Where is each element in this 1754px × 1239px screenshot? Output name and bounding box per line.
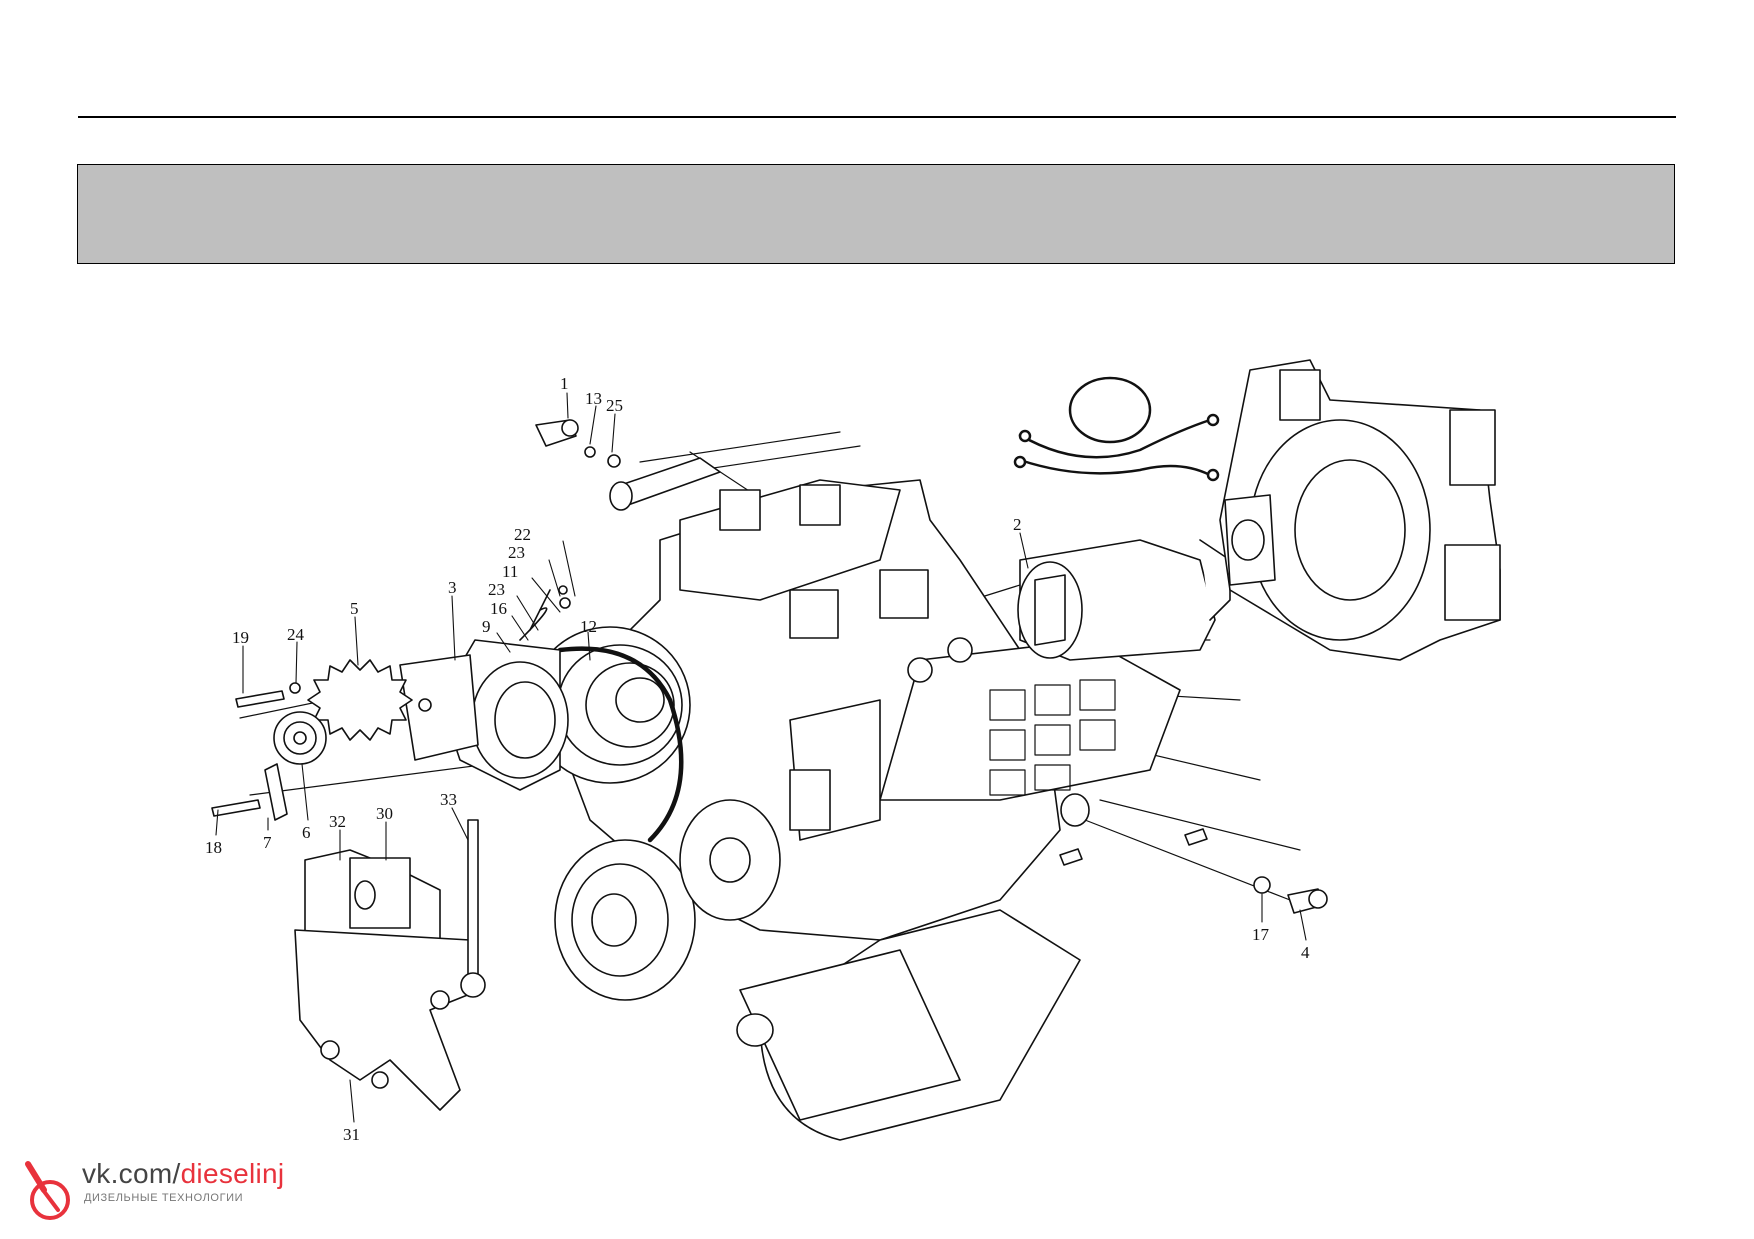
callout-18: 18 xyxy=(205,838,222,857)
callout-24: 24 xyxy=(287,625,305,644)
oil-pan xyxy=(736,909,1081,1141)
top-rule xyxy=(78,116,1676,118)
callout-30: 30 xyxy=(376,804,393,823)
alternator-bracket xyxy=(294,819,486,1111)
callout-19: 19 xyxy=(232,628,249,647)
callout-17: 17 xyxy=(1252,925,1270,944)
sensor-4-side xyxy=(1059,793,1328,914)
callout-2: 2 xyxy=(1013,515,1022,534)
injector-logo-icon xyxy=(25,1161,70,1220)
callout-23a: 23 xyxy=(508,543,525,562)
callout-7: 7 xyxy=(263,833,272,852)
callout-16: 16 xyxy=(490,599,507,618)
wiring-harness xyxy=(1013,376,1220,482)
watermark-subtitle: дизельные технологии xyxy=(84,1192,244,1204)
callout-labels: 1 13 25 22 23 11 23 16 9 12 3 5 24 19 2 … xyxy=(205,374,1310,1144)
callout-11: 11 xyxy=(502,562,518,581)
callout-13: 13 xyxy=(585,389,602,408)
callout-9: 9 xyxy=(482,617,491,636)
watermark-url-accent: dieselinj xyxy=(180,1158,285,1189)
alternator-assembly xyxy=(211,585,571,821)
callout-4: 4 xyxy=(1301,943,1310,962)
leader-lines xyxy=(215,392,1307,1123)
watermark: vk.com/dieselinj дизельные технологии xyxy=(20,1158,320,1228)
callout-12: 12 xyxy=(580,617,597,636)
callout-1: 1 xyxy=(560,374,569,393)
callout-23b: 23 xyxy=(488,580,505,599)
engine-block xyxy=(559,479,1181,941)
starter-motor xyxy=(1017,539,1231,661)
watermark-url: vk.com/dieselinj xyxy=(82,1158,284,1190)
callout-6: 6 xyxy=(302,823,311,842)
header-band xyxy=(77,164,1675,264)
sensor-1-top xyxy=(535,419,621,468)
callout-33: 33 xyxy=(440,790,457,809)
callout-22: 22 xyxy=(514,525,531,544)
callout-5: 5 xyxy=(350,599,359,618)
callout-32: 32 xyxy=(329,812,346,831)
watermark-url-prefix: vk.com/ xyxy=(82,1158,181,1189)
callout-25: 25 xyxy=(606,396,623,415)
water-outlet-pipe xyxy=(609,457,721,511)
flywheel-housing xyxy=(1219,359,1501,661)
front-pulleys xyxy=(529,626,781,1001)
callout-31: 31 xyxy=(343,1125,360,1144)
callout-3: 3 xyxy=(448,578,457,597)
